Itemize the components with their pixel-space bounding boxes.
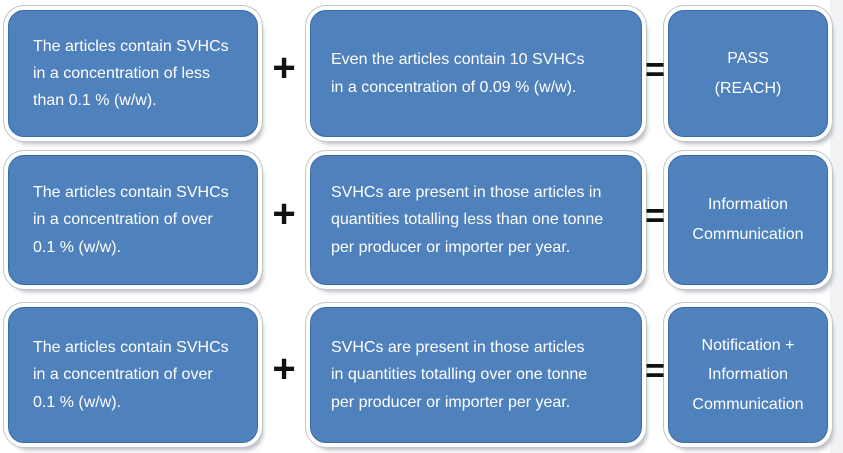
plus-operator: + (272, 45, 296, 90)
condition-box: The articles contain SVHCs in a concentr… (8, 155, 258, 285)
equals-operator-cell: = (642, 155, 668, 285)
condition-text: The articles contain SVHCs in a concentr… (33, 184, 229, 256)
condition-box: The articles contain SVHCs in a concentr… (8, 10, 258, 137)
condition-text: The articles contain SVHCs in a concentr… (33, 339, 229, 411)
plus-operator-cell: + (258, 307, 310, 443)
flow-row-information: The articles contain SVHCs in a concentr… (8, 155, 828, 285)
flow-row-notification: The articles contain SVHCs in a concentr… (8, 307, 828, 443)
page-right-edge-strip (830, 0, 843, 453)
result-text: Information Communication (692, 196, 804, 243)
condition-box: SVHCs are present in those articles in q… (310, 307, 642, 443)
equals-operator: = (645, 197, 665, 235)
plus-operator: + (272, 347, 296, 391)
equals-operator: = (645, 352, 665, 390)
equals-operator-cell: = (642, 10, 668, 137)
flow-row-pass: The articles contain SVHCs in a concentr… (8, 10, 828, 137)
condition-box: Even the articles contain 10 SVHCs in a … (310, 10, 642, 137)
condition-text: SVHCs are present in those articles in q… (331, 184, 604, 256)
plus-operator-cell: + (258, 10, 310, 137)
condition-text: Even the articles contain 10 SVHCs in a … (331, 51, 585, 96)
condition-text: The articles contain SVHCs in a concentr… (33, 37, 229, 110)
result-text: PASS (REACH) (714, 49, 782, 97)
condition-box: SVHCs are present in those articles in q… (310, 155, 642, 285)
result-box: Information Communication (668, 155, 828, 285)
equals-operator-cell: = (642, 307, 668, 443)
plus-operator-cell: + (258, 155, 310, 285)
condition-box: The articles contain SVHCs in a concentr… (8, 307, 258, 443)
result-text: Notification + Information Communication (692, 336, 804, 413)
diagram-rows: The articles contain SVHCs in a concentr… (8, 10, 828, 443)
equals-operator: = (645, 50, 665, 89)
result-box: Notification + Information Communication (668, 307, 828, 443)
condition-text: SVHCs are present in those articles in q… (331, 339, 588, 411)
result-box: PASS (REACH) (668, 10, 828, 137)
plus-operator: + (272, 192, 296, 236)
